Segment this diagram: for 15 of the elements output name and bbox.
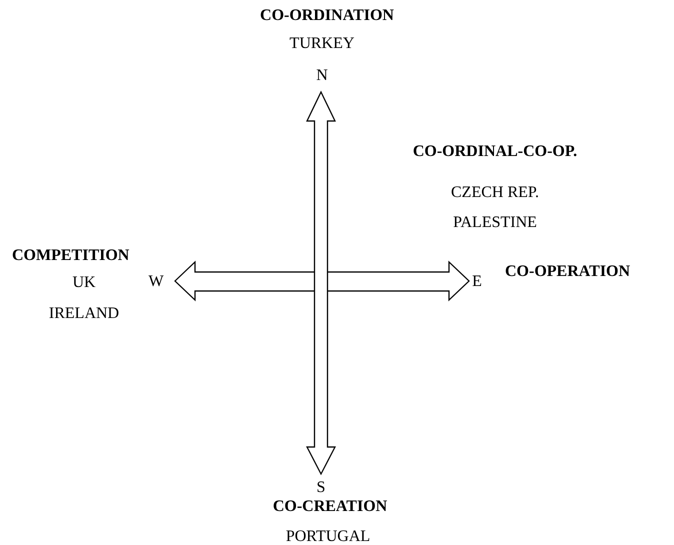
heading: CO-CREATION	[272, 498, 388, 516]
country-label: PORTUGAL	[286, 528, 370, 545]
compass-letter: W	[148, 272, 164, 292]
heading: COMPETITION	[12, 246, 130, 266]
heading: CO-ORDINAL-CO-OP.	[412, 142, 578, 162]
heading: CO-ORDINATION	[260, 6, 394, 26]
compass-letter: N	[316, 66, 328, 86]
country-label: PALESTINE	[453, 214, 537, 232]
country-label: CZECH REP.	[451, 184, 539, 202]
compass-letter: S	[316, 478, 326, 498]
country-label: TURKEY	[290, 34, 354, 54]
country-label: IRELAND	[48, 304, 120, 324]
heading: CO-OPERATION	[505, 262, 630, 282]
compass-letter: E	[472, 272, 482, 292]
country-label: UK	[72, 274, 96, 292]
